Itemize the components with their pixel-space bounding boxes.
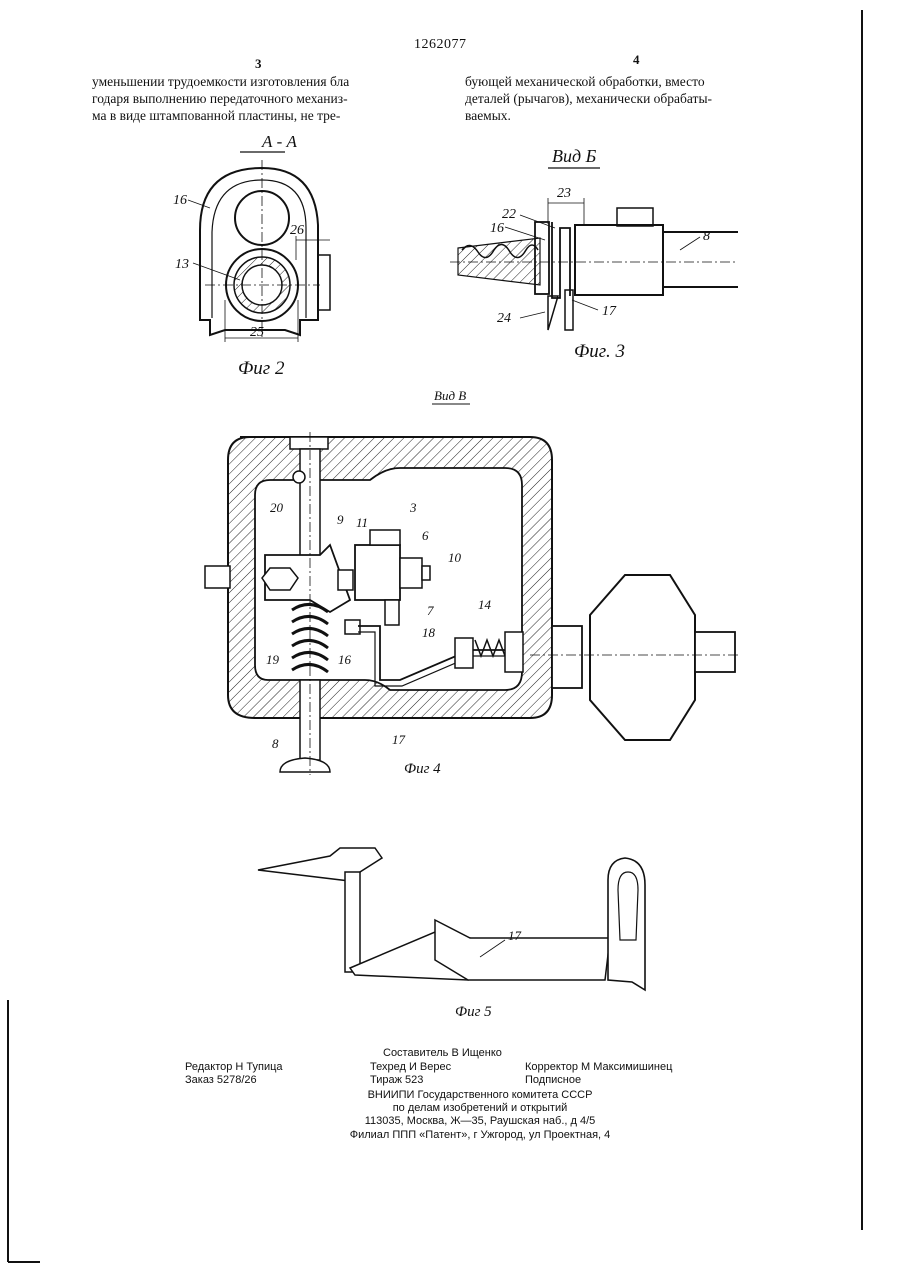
fig5-caption: Фиг 5 [455,1004,492,1020]
fig2-section-label: А - А [261,132,298,151]
imprint-org1: ВНИИПИ Государственного комитета СССР [200,1089,760,1102]
fig4-label-17: 17 [392,732,406,747]
fig2-label-16: 16 [173,193,187,208]
fig5-label-17: 17 [508,928,522,943]
imprint-order: Заказ 5278/26 [185,1074,257,1087]
fig2-label-13: 13 [175,257,189,272]
imprint-corrector: Корректор М Максимишинец [525,1061,672,1074]
fig4-label-11: 11 [356,515,368,530]
fig4-label-20: 20 [270,500,284,515]
fig3-label-24: 24 [497,311,511,326]
imprint-editor: Редактор Н Тупица [185,1061,283,1074]
fig3-label-17: 17 [602,304,617,319]
fig3-label-16: 16 [490,221,504,236]
figure-5: 17 [258,848,645,990]
imprint-org2: по делам изобретений и открытий [200,1102,760,1115]
fig3-label-23: 23 [557,186,571,201]
imprint-subscription: Подписное [525,1074,581,1087]
fig4-label-6: 6 [422,528,429,543]
fig3-view-label: Вид Б [552,146,597,166]
fig3-label-22: 22 [502,207,516,222]
fig4-label-10: 10 [448,550,462,565]
fig4-label-8: 8 [272,736,279,751]
fig4-label-7: 7 [427,603,434,618]
fig3-label-8: 8 [703,229,710,244]
fig4-label-9: 9 [337,512,344,527]
imprint-techred: Техред И Верес [370,1061,451,1074]
imprint-branch: Филиал ППП «Патент», г Ужгород, ул Проек… [170,1129,790,1142]
fig2-label-25: 25 [250,325,264,340]
fig4-label-16: 16 [338,652,352,667]
fig4-label-3: 3 [409,500,417,515]
fig2-label-26: 26 [290,223,304,238]
figure-4: Вид В 20 9 11 3 6 10 7 [205,388,740,775]
imprint-circulation: Тираж 523 [370,1074,423,1087]
fig4-label-19: 19 [266,652,280,667]
fig3-caption: Фиг. 3 [574,341,625,362]
fig4-caption: Фиг 4 [404,761,441,777]
fig2-caption: Фиг 2 [238,358,285,379]
imprint-address: 113035, Москва, Ж—35, Раушская наб., д 4… [200,1115,760,1128]
figure-3: Вид Б 23 22 16 8 24 17 [450,146,738,330]
fig4-label-14: 14 [478,597,492,612]
fig4-label-18: 18 [422,625,436,640]
imprint-compiler: Составитель В Ищенко [383,1047,502,1060]
fig4-view-label: Вид В [434,388,466,403]
figure-2: А - А 16 13 26 25 [173,132,330,342]
